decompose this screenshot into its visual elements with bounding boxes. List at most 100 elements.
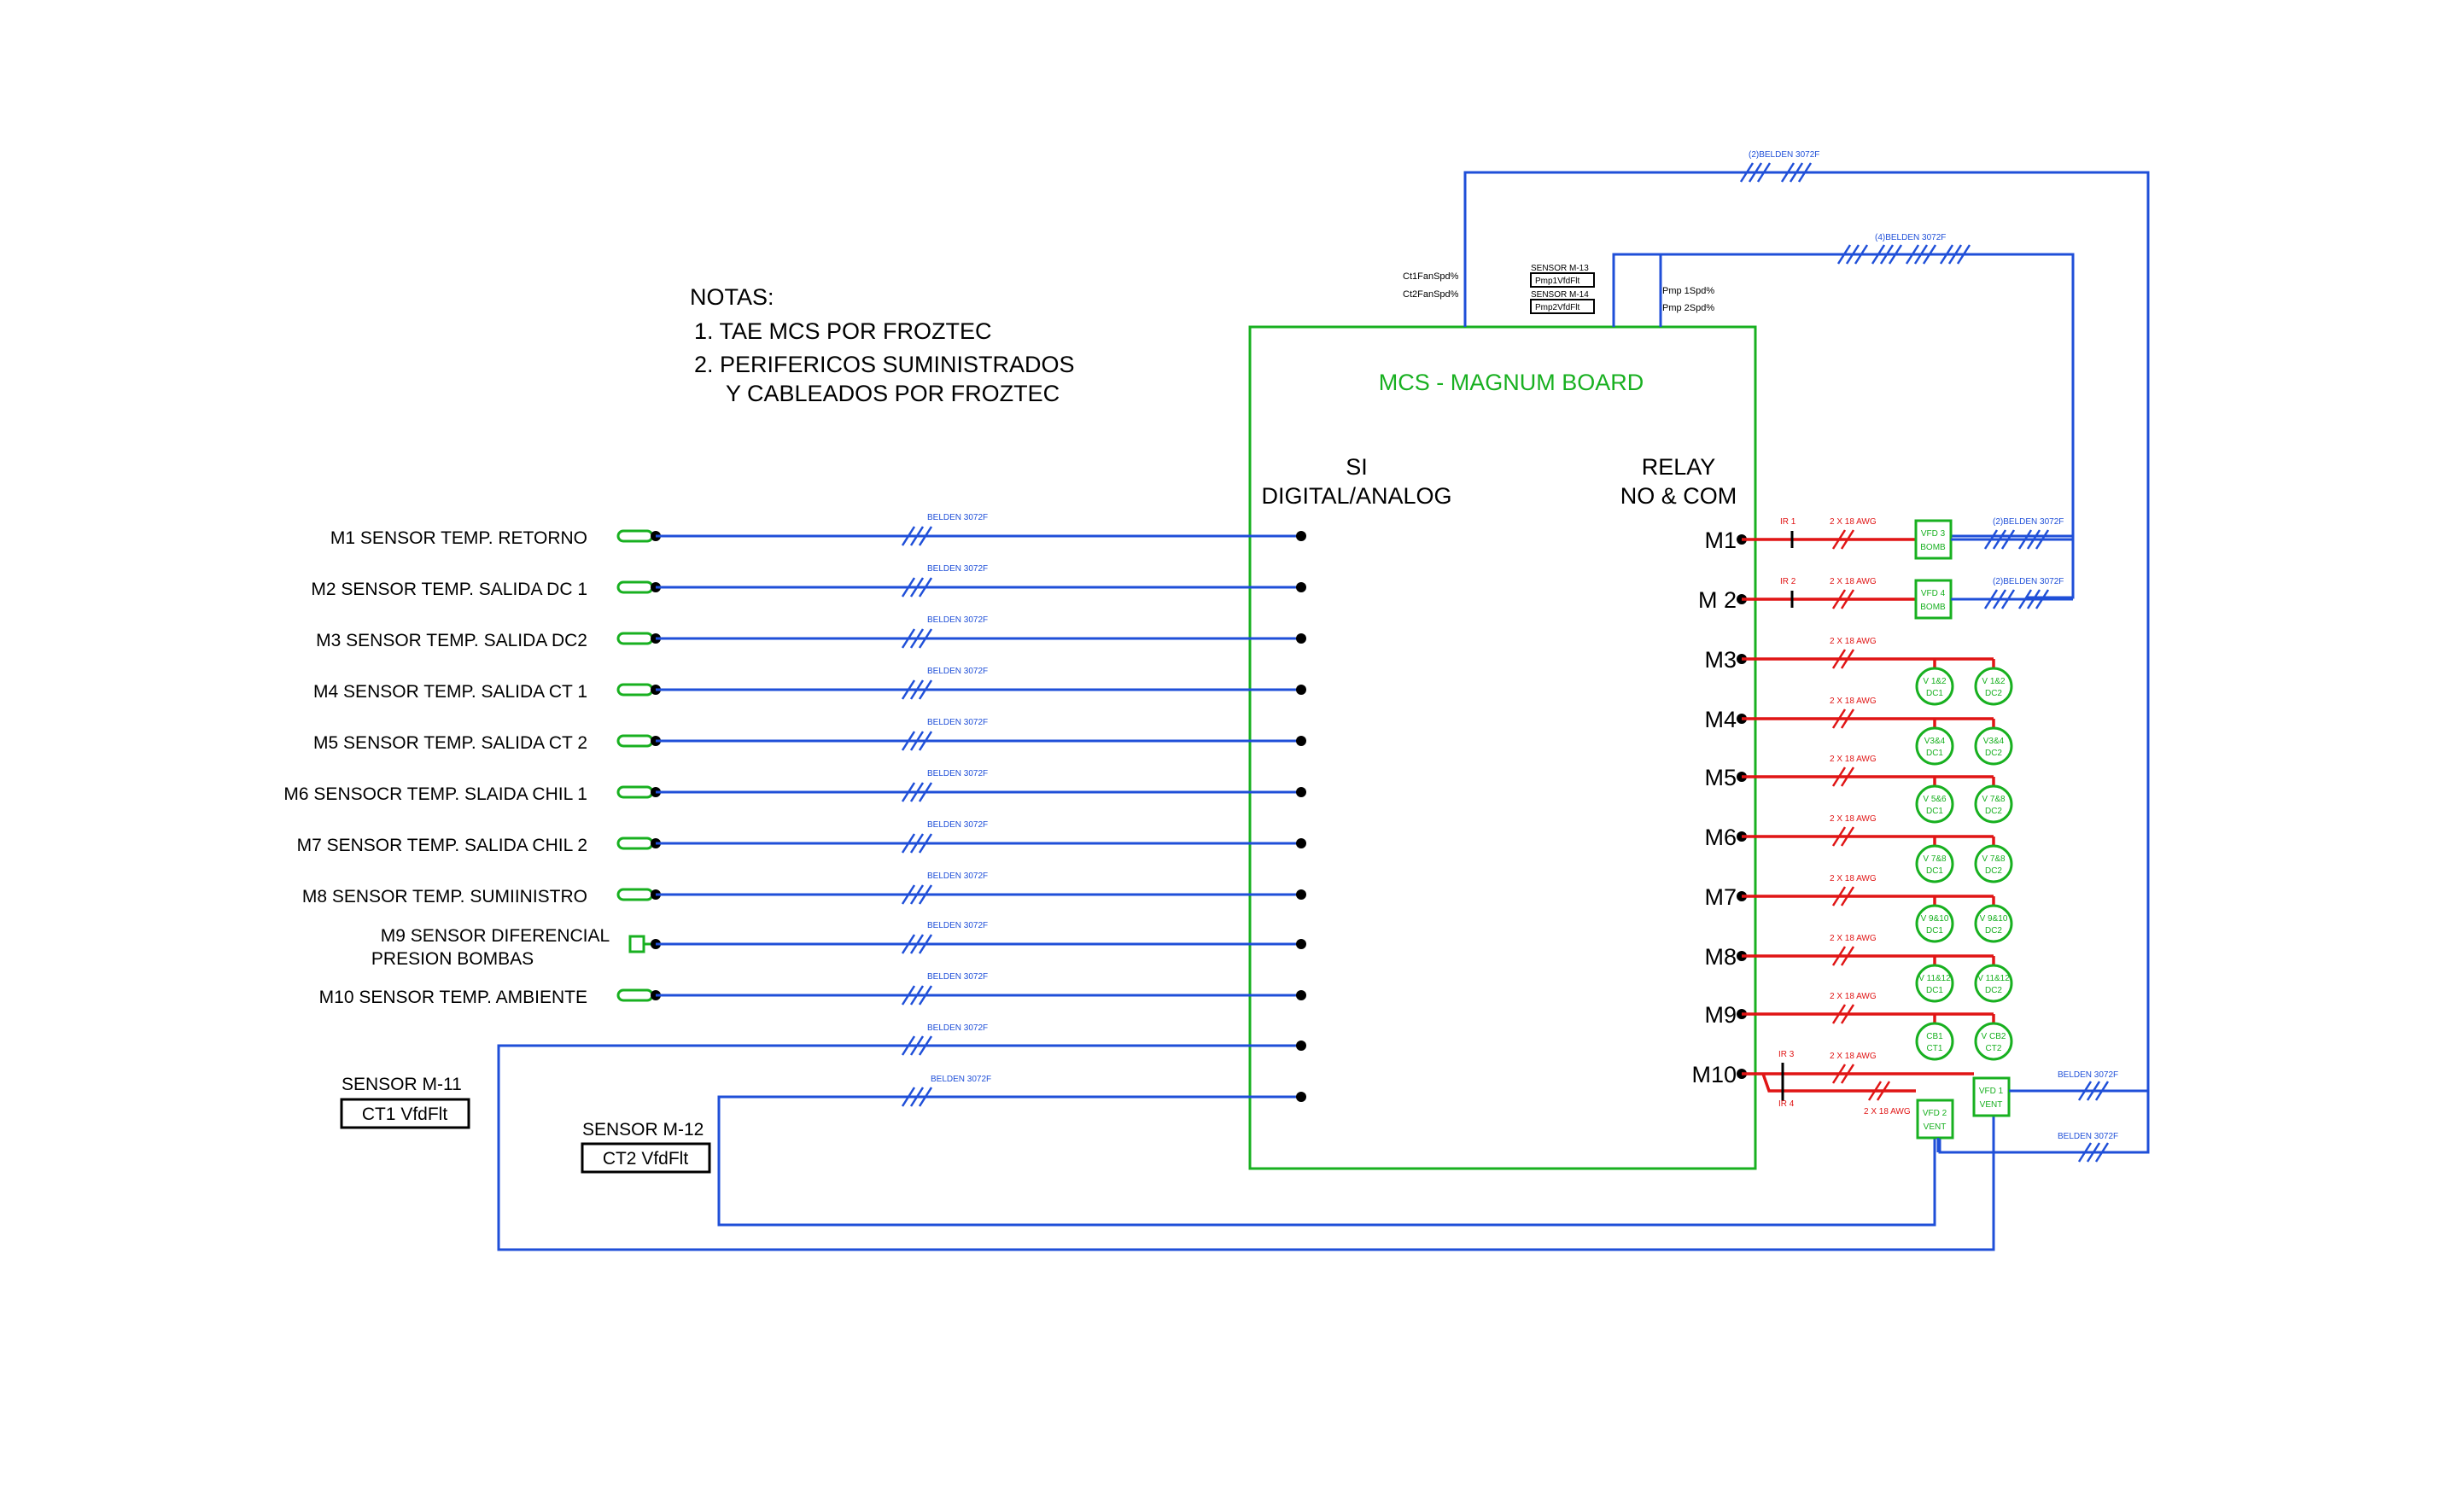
valve-icon [1915,964,1954,1003]
cable-ticks-icon [1905,244,1937,265]
awg-label: 2 X 18 AWG [1830,637,1877,646]
valve-label: DC2 [1985,807,2002,816]
awg-label: 2 X 18 AWG [1830,577,1877,586]
cable-ticks-icon [901,934,933,954]
cable-ticks-icon [2077,1142,2110,1163]
vfd-fan-label: VENT [1980,1100,2003,1110]
valve-label: V 11&12 [1977,974,2010,983]
ir-label: IR 3 [1778,1050,1795,1059]
relay-label-6: M6 [1704,825,1737,850]
valve-label: V 11&12 [1918,974,1951,983]
conductor-ticks-icon [1831,708,1855,729]
valve-label: V3&4 [1924,737,1946,746]
valve-label: V 1&2 [1982,677,2006,686]
vfd-pump-label: VFD 4 [1921,589,1946,598]
conductor-ticks-icon [1831,649,1855,669]
cable-label: BELDEN 3072F [931,1075,991,1084]
sensor-label-m9: M9 SENSOR DIFERENCIAL [381,926,610,946]
cable-label: BELDEN 3072F [927,513,988,522]
signal-wire-m11 [497,1044,1995,1251]
board-input-m2 [1296,582,1306,592]
board-input-m5 [1296,736,1306,746]
cable-ticks-icon [901,679,933,700]
cable-ticks-icon [1836,244,1869,265]
pump-speed-label-1: Pmp 1Spd% [1662,286,1714,296]
cable-ticks-icon [901,526,933,546]
signal-wire-m12 [717,1095,1936,1227]
awg-label: 2 X 18 AWG [1830,814,1877,824]
relay-label-9: M9 [1704,1002,1737,1028]
sensor-label-m3: M3 SENSOR TEMP. SALIDA DC2 [316,631,587,650]
valve-label: V 9&10 [1980,914,2008,924]
board-input-m4 [1296,685,1306,695]
conductor-ticks-icon [1831,826,1855,847]
valve-icon [1974,667,2013,706]
sensor-m14-title: SENSOR M-14 [1531,290,1589,300]
cable-ticks-icon [901,577,933,598]
sensor-label-m2: M2 SENSOR TEMP. SALIDA DC 1 [311,580,587,599]
awg-label: 2 X 18 AWG [1830,1052,1877,1061]
cable-ticks-icon [1739,162,1772,183]
valve-label: V 7&8 [1982,854,2006,864]
temp-probe-icon [616,888,654,901]
sensor-label-m8: M8 SENSOR TEMP. SUMIINISTRO [302,887,587,906]
valve-label: CT2 [1986,1044,2002,1053]
sensor-m12-box [581,1142,711,1174]
pump-cable [1951,534,2075,598]
cable-4-label: (4)BELDEN 3072F [1875,233,1946,242]
board-input-m6 [1296,787,1306,797]
fan-speed-label-2: Ct2FanSpd% [1403,289,1459,300]
relay-wire-m10-branch [1761,1073,1916,1093]
cable-label: BELDEN 3072F [927,615,988,625]
sensor-label-m7: M7 SENSOR TEMP. SALIDA CHIL 2 [297,836,587,855]
board-input-m8 [1296,889,1306,900]
awg-label: 2 X 18 AWG [1864,1107,1911,1116]
cable-ticks-icon [2077,1081,2110,1101]
vfd-pump-4 [1914,579,1953,620]
relay-label-10: M10 [1691,1062,1737,1087]
board-input-m9 [1296,939,1306,949]
sensor-m11-box-label: CT1 VfdFlt [362,1105,448,1124]
digital-analog-label: DIGITAL/ANALOG [1261,483,1451,509]
cable-ticks-icon [901,731,933,751]
conductor-ticks-icon [1831,1064,1855,1084]
sensor-m11-title: SENSOR M-11 [342,1075,462,1094]
board-input-m12 [1296,1092,1306,1102]
valve-label: CB1 [1926,1032,1943,1041]
cable-label: BELDEN 3072F [927,667,988,676]
ir-label: IR 2 [1780,577,1796,586]
conductor-ticks-icon [1831,767,1855,787]
valve-label: DC2 [1985,689,2002,698]
conductor-ticks-icon [1867,1081,1891,1101]
valve-icon [1915,667,1954,706]
sensor-label-m10: M10 SENSOR TEMP. AMBIENTE [319,988,587,1007]
conductor-ticks-icon [1831,946,1855,966]
valve-label: DC1 [1926,807,1943,816]
board-input-m1 [1296,531,1306,541]
cable-ticks-icon [2017,589,2050,609]
sensor-m13-title: SENSOR M-13 [1531,264,1589,273]
board-input-m7 [1296,838,1306,848]
cable-label: BELDEN 3072F [927,718,988,727]
vfd-pump-label: BOMB [1920,543,1946,552]
temp-probe-icon [616,837,654,850]
notes-item-1: 1. TAE MCS POR FROZTEC [694,318,992,344]
valve-label: DC1 [1926,986,1943,995]
cable-2-label: (2)BELDEN 3072F [1993,517,2064,527]
relay-label: RELAY [1642,454,1716,480]
cable-ticks-icon [901,985,933,1006]
ir-label: IR 4 [1778,1099,1795,1109]
cable-label: BELDEN 3072F [927,769,988,778]
valve-icon [1915,1022,1954,1061]
valve-label: CT1 [1927,1044,1943,1053]
pressure-sensor-icon [628,935,645,953]
valve-icon [1915,904,1954,943]
valve-label: DC2 [1985,749,2002,758]
cable-ticks-icon [901,782,933,802]
valve-label: DC2 [1985,986,2002,995]
awg-label: 2 X 18 AWG [1830,874,1877,883]
conductor-ticks-icon [1831,886,1855,906]
cable-ticks-icon [901,884,933,905]
cable-ticks-icon [901,1087,933,1107]
